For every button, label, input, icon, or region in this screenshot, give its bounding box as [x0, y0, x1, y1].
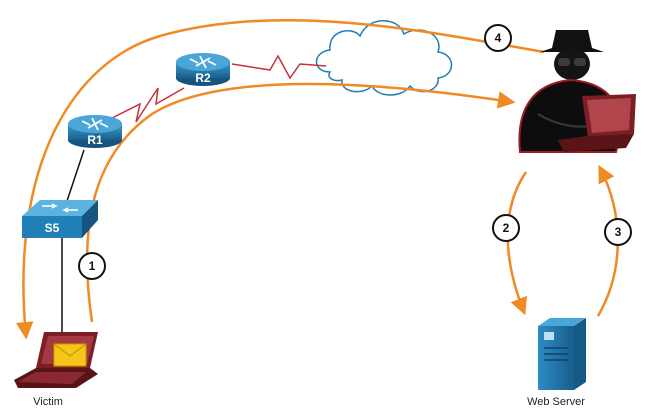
router-icon: R1	[68, 115, 122, 148]
router-r1-label: R1	[87, 133, 103, 147]
step-marker-1: 1	[78, 252, 106, 280]
step-number: 3	[615, 225, 622, 239]
router-r2-label: R2	[195, 71, 211, 85]
serial-link-r2-cloud	[231, 54, 327, 80]
step-marker-4: 4	[484, 24, 512, 52]
arrow-step-1-victim-to-attacker	[85, 82, 516, 323]
step-number: 1	[89, 259, 96, 273]
attacker-icon	[518, 30, 636, 153]
laptop-icon	[14, 332, 98, 388]
step-marker-2: 2	[492, 214, 520, 242]
arrow-step-4-attacker-to-victim	[15, 18, 545, 340]
router-icon: R2	[176, 53, 230, 86]
cloud-icon	[315, 20, 453, 96]
arrow-step-2-attacker-to-server	[506, 171, 528, 316]
step-marker-3: 3	[604, 218, 632, 246]
switch-s5-label: S5	[45, 221, 60, 235]
email-icon	[53, 343, 87, 367]
victim-label: Victim	[33, 396, 63, 408]
web-server-label: Web Server	[527, 396, 585, 408]
step-number: 4	[495, 31, 502, 45]
link-r1-s5	[65, 149, 85, 205]
switch-icon: S5	[22, 200, 98, 238]
serial-link-r1-r2	[111, 87, 185, 123]
step-number: 2	[503, 221, 510, 235]
server-icon	[538, 318, 586, 390]
laptop-icon	[558, 94, 636, 152]
